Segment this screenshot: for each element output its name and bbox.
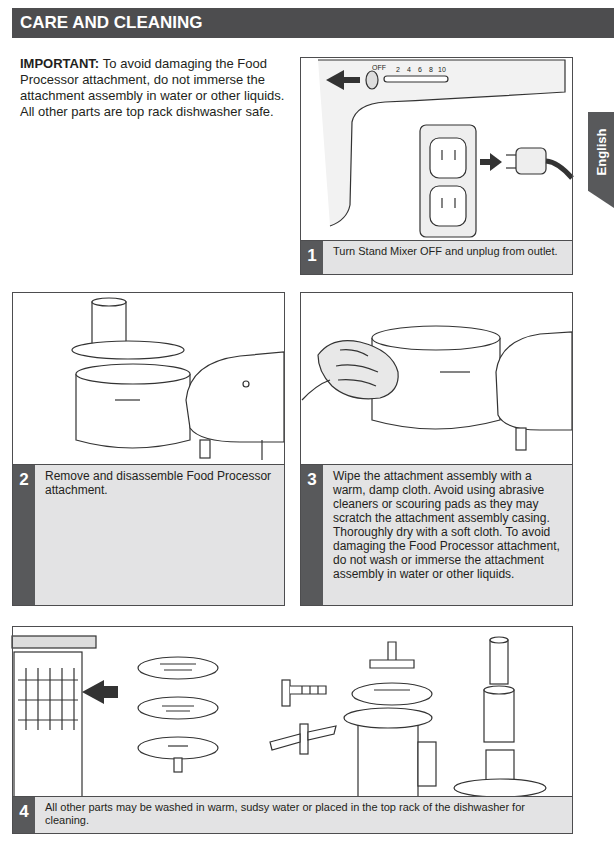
number-bar: 2 <box>13 465 35 605</box>
language-tab: English <box>588 112 614 208</box>
step-number: 1 <box>301 241 323 266</box>
tab-label: English <box>594 129 609 176</box>
caption-strip: 3 Wipe the attachment assembly with a war… <box>301 464 572 605</box>
step-number: 3 <box>301 465 323 490</box>
speed-mark: 8 <box>429 66 433 74</box>
unplug-illustration <box>318 60 572 237</box>
step-caption: Turn Stand Mixer OFF and unplug from out… <box>333 245 564 258</box>
speed-mark: 2 <box>396 66 400 74</box>
speed-mark: 10 <box>438 66 446 74</box>
step-caption: All other parts may be washed in warm, s… <box>45 801 564 827</box>
caption-strip: 1 Turn Stand Mixer OFF and unplug from ou… <box>301 240 572 274</box>
wipe-illustration <box>302 326 572 450</box>
step-caption: Wipe the attachment assembly with a warm… <box>333 469 564 581</box>
number-bar: 1 <box>301 241 323 274</box>
step-caption: Remove and disassemble Food Processor at… <box>45 469 276 497</box>
speed-mark: 4 <box>407 66 411 74</box>
important-note: IMPORTANT:To avoid damaging the Food Pro… <box>20 56 292 120</box>
step-panel: 4 All other parts may be washed in warm, … <box>12 626 573 834</box>
number-bar: 3 <box>301 465 323 605</box>
dishwasher-illustration <box>12 636 546 802</box>
page-title: CARE AND CLEANING <box>12 8 614 38</box>
step-number: 2 <box>13 465 35 490</box>
speed-mark: 6 <box>418 66 422 74</box>
step-panel: 2 Remove and disassemble Food Processor a… <box>12 292 285 606</box>
title-band: CARE AND CLEANING <box>12 8 614 38</box>
speed-mark: OFF <box>372 64 386 72</box>
caption-strip: 4 All other parts may be washed in warm, … <box>13 796 572 833</box>
note-heading: IMPORTANT: <box>20 56 99 71</box>
step-panel: 3 Wipe the attachment assembly with a war… <box>300 292 573 606</box>
disassemble-illustration <box>72 298 284 460</box>
caption-strip: 2 Remove and disassemble Food Processor a… <box>13 464 284 605</box>
step-number: 4 <box>13 797 35 822</box>
number-bar: 4 <box>13 797 35 833</box>
step-panel: 1 Turn Stand Mixer OFF and unplug from ou… <box>300 57 573 275</box>
